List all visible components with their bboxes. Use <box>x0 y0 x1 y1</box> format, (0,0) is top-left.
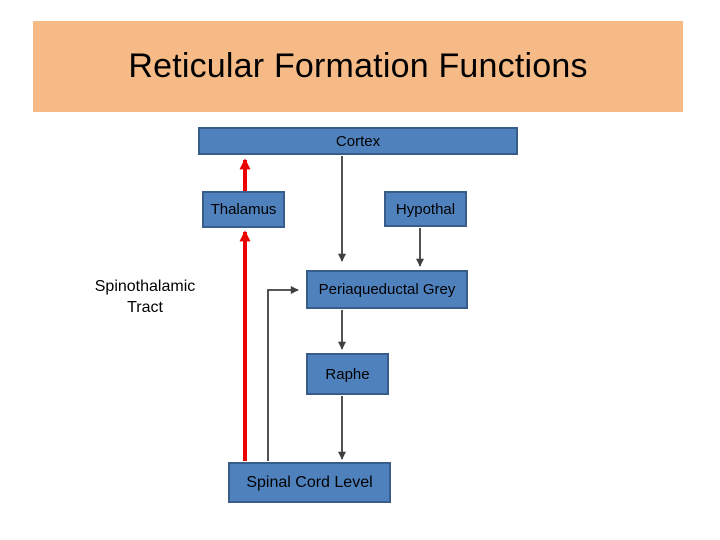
node-spinal-cord-level-label: Spinal Cord Level <box>246 473 373 491</box>
node-thalamus-label: Thalamus <box>210 201 277 218</box>
node-periaqueductal-grey: Periaqueductal Grey <box>306 270 468 309</box>
spinothalamic-tract-line1: Spinothalamic <box>94 278 196 295</box>
node-raphe-label: Raphe <box>325 365 370 383</box>
node-hypothal-label: Hypothal <box>395 200 456 218</box>
spinothalamic-tract-line2: Tract <box>127 299 163 316</box>
slide-title: Reticular Formation Functions <box>33 21 683 112</box>
edge-spinal-to-pag-elbow <box>267 286 299 461</box>
node-hypothal: Hypothal <box>384 191 467 227</box>
node-spinal-cord-level: Spinal Cord Level <box>228 462 391 503</box>
node-cortex-label: Cortex <box>335 132 381 150</box>
node-raphe: Raphe <box>306 353 389 395</box>
node-periaqueductal-grey-label: Periaqueductal Grey <box>318 281 456 298</box>
node-cortex: Cortex <box>198 127 518 155</box>
node-thalamus: Thalamus <box>202 191 285 228</box>
spinothalamic-tract-label: Spinothalamic Tract <box>60 276 230 318</box>
